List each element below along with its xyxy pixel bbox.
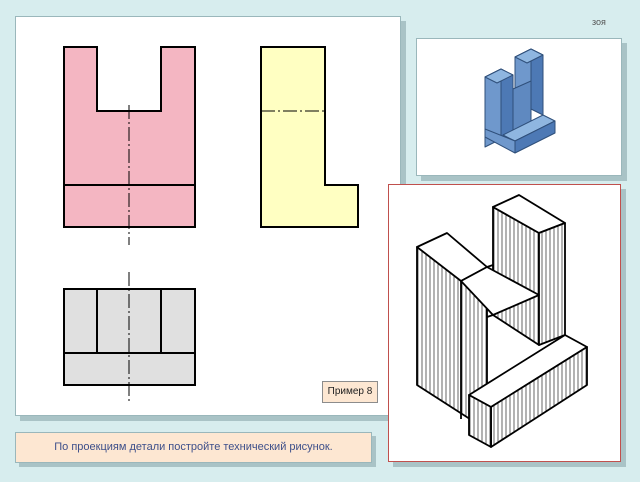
tech-base-side (468, 394, 492, 448)
technical-drawing-panel (388, 184, 621, 462)
technical-drawing (416, 194, 588, 448)
model-left-pillar-top (484, 68, 514, 84)
corner-label: зоя (592, 17, 606, 27)
tech-back-face (460, 266, 540, 316)
shaded-model (484, 48, 556, 154)
tech-right-pillar-front (538, 222, 566, 346)
model-preview-panel (416, 38, 622, 176)
front-view (63, 46, 196, 245)
side-view-outline (260, 46, 359, 228)
drawing-panel (15, 16, 401, 416)
model-base-side (484, 128, 516, 154)
side-view (260, 46, 359, 228)
instruction-bar: По проекциям детали постройте технически… (15, 432, 372, 463)
model-right-pillar-top (514, 48, 544, 64)
example-button[interactable]: Пример 8 (322, 381, 378, 403)
example-button-label: Пример 8 (327, 386, 373, 397)
top-view (63, 272, 196, 403)
orthographic-views (63, 46, 359, 403)
instruction-text: По проекциям детали постройте технически… (54, 441, 333, 453)
